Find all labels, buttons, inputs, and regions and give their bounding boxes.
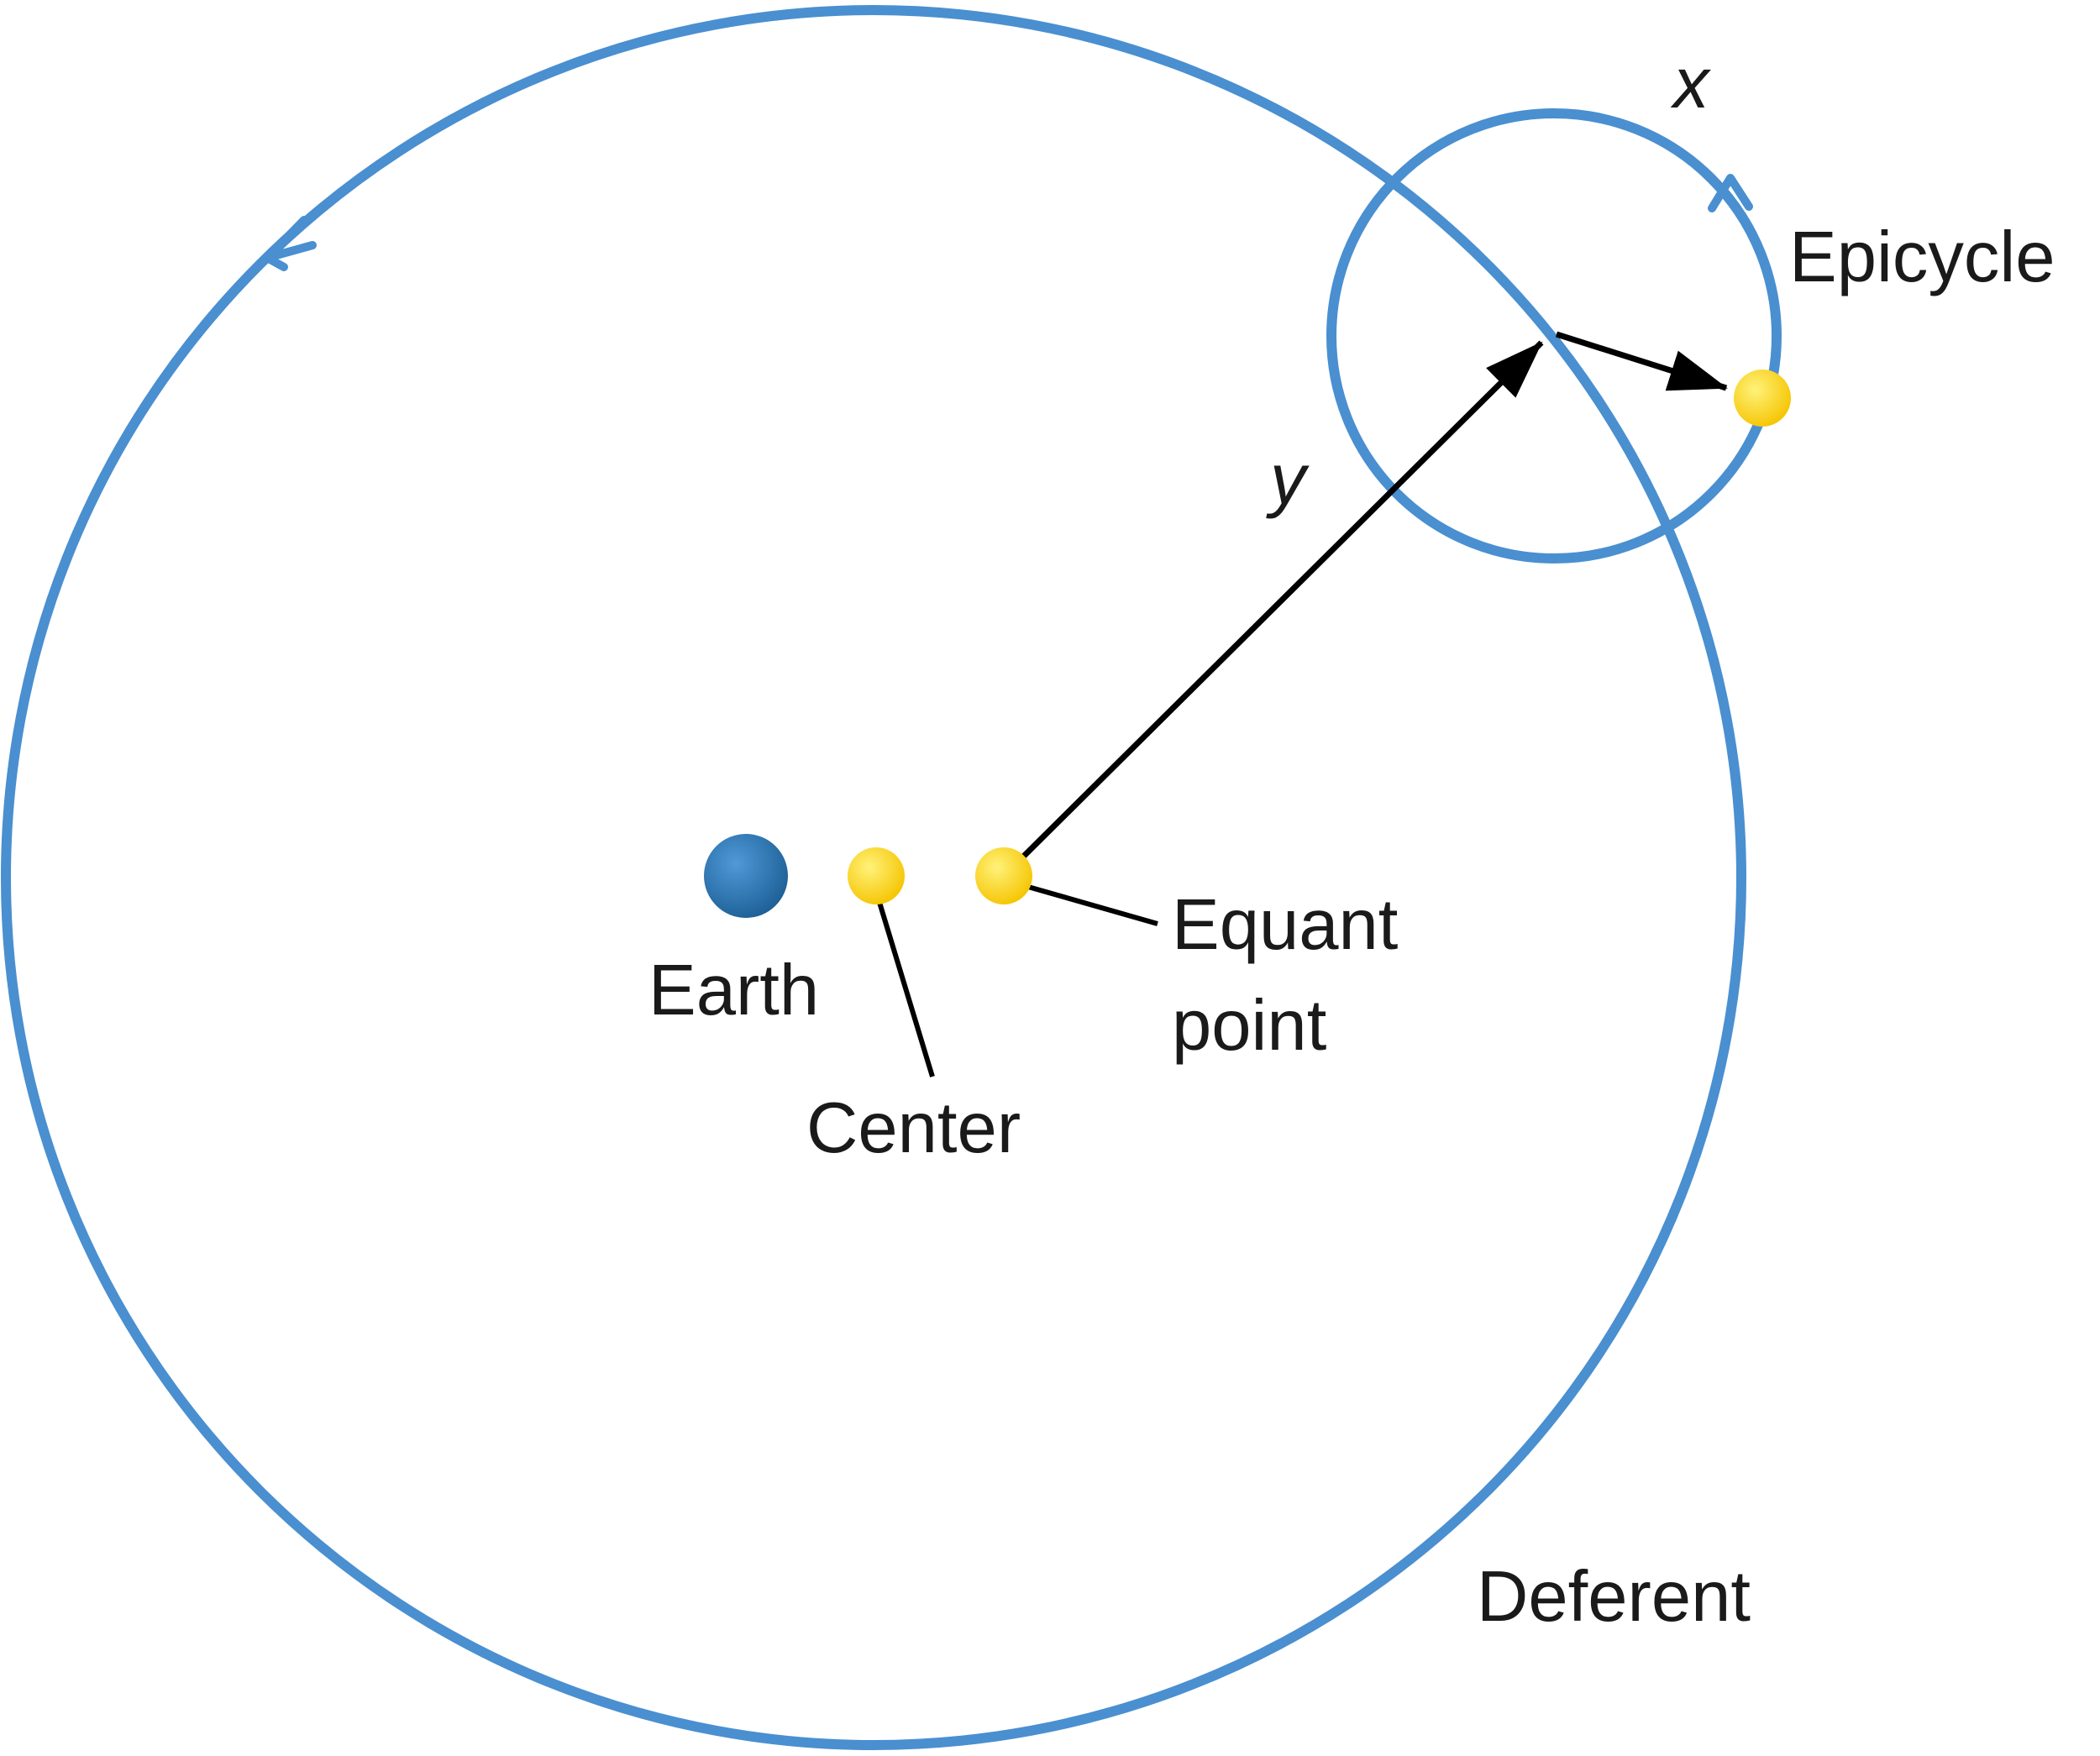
equant-leader-line — [1016, 881, 1158, 926]
y-label: y — [1266, 440, 1310, 520]
deferent-circle — [1, 5, 1746, 1750]
center-leader-line — [875, 896, 935, 1077]
equant-point-icon — [975, 847, 1032, 904]
vector-x-arrow — [1555, 331, 1728, 391]
planet-icon — [1734, 370, 1791, 427]
vector-y-arrow — [1001, 340, 1544, 878]
deferent-label: Deferent — [1477, 1557, 1751, 1637]
deferent-direction-arrow-icon — [263, 216, 317, 271]
equant-label-line2: point — [1172, 986, 1326, 1066]
epicycle-direction-arrow-icon — [1708, 174, 1753, 212]
center-point-icon — [848, 847, 905, 904]
earth-icon — [704, 834, 788, 918]
equant-label-line1: Equant — [1172, 885, 1398, 965]
earth-label: Earth — [648, 951, 819, 1030]
epicycle-circle — [1326, 108, 1782, 563]
epicycle-label: Epicycle — [1789, 218, 2055, 297]
x-label: x — [1670, 44, 1711, 123]
center-label: Center — [806, 1088, 1021, 1168]
